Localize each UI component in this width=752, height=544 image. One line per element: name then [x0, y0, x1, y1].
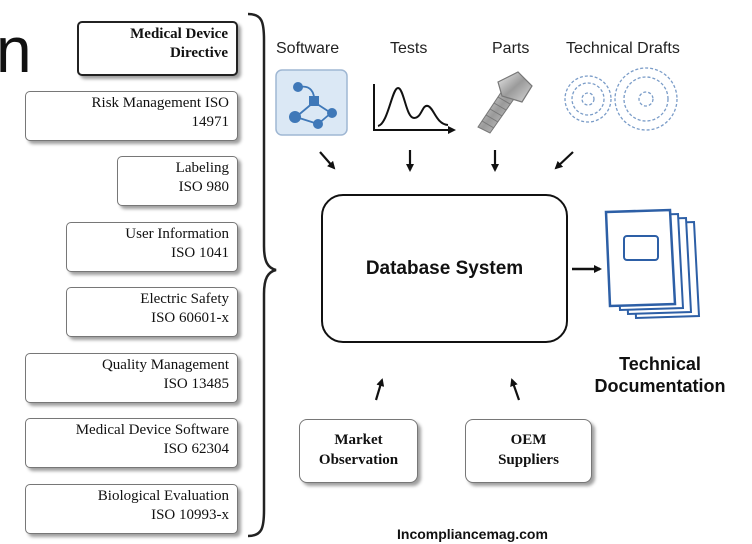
standard-code: ISO 10993-x: [151, 507, 229, 523]
standard-code: ISO 1041: [171, 245, 229, 261]
source-credit: Incompliancemag.com: [397, 526, 548, 542]
standard-code: Directive: [169, 45, 228, 61]
gears-icon: [564, 67, 678, 131]
cropped-header-letter: n: [0, 14, 32, 86]
standard-box-electric: Electric Safety ISO 60601-x: [66, 287, 238, 337]
brace-icon: [247, 12, 277, 538]
standard-box-mdd: Medical Device Directive: [77, 21, 238, 76]
arrow-drafts-icon: [554, 151, 574, 170]
document-stack-icon: [604, 208, 701, 320]
standard-name: Biological Evaluation: [97, 488, 229, 504]
input-label-drafts: Technical Drafts: [566, 40, 680, 57]
standard-name: Medical Device Software: [75, 422, 229, 438]
software-flow-icon: [275, 69, 348, 136]
database-system-label: Database System: [365, 257, 524, 279]
input-label-software: Software: [276, 40, 340, 57]
standard-name: Electric Safety: [140, 291, 229, 307]
standard-name: Labeling: [175, 160, 229, 176]
standard-box-software: Medical Device Software ISO 62304: [25, 418, 238, 468]
standard-code: ISO 60601-x: [151, 310, 229, 326]
input-label-parts: Parts: [492, 40, 530, 57]
standard-name: User Information: [125, 226, 229, 242]
source-line1: OEM: [510, 432, 547, 448]
standard-box-risk: Risk Management ISO 14971: [25, 91, 238, 141]
bolt-icon: [477, 71, 533, 134]
output-line1: Technical: [619, 354, 701, 374]
standard-name: Medical Device: [130, 26, 228, 42]
input-label-tests: Tests: [390, 40, 428, 57]
standard-code: 14971: [191, 114, 230, 130]
standard-box-biological: Biological Evaluation ISO 10993-x: [25, 484, 238, 534]
oem-suppliers-box: OEM Suppliers: [465, 419, 592, 483]
arrow-market-icon: [374, 378, 385, 401]
source-line1: Market: [334, 432, 383, 448]
standard-box-quality: Quality Management ISO 13485: [25, 353, 238, 403]
standard-box-labeling: Labeling ISO 980: [117, 156, 238, 206]
standard-code: ISO 62304: [163, 441, 229, 457]
standard-box-user-info: User Information ISO 1041: [66, 222, 238, 272]
source-line2: Observation: [318, 452, 399, 468]
technical-documentation-label: Technical Documentation: [580, 353, 740, 397]
arrow-oem-icon: [510, 378, 521, 401]
standard-name: Risk Management ISO: [91, 95, 229, 111]
database-system-box: Database System: [321, 194, 568, 343]
standard-code: ISO 980: [178, 179, 229, 195]
output-line2: Documentation: [594, 376, 726, 396]
market-observation-box: Market Observation: [299, 419, 418, 483]
tests-chart-icon: [373, 84, 456, 134]
standard-code: ISO 13485: [163, 376, 229, 392]
arrow-software-icon: [319, 151, 336, 170]
standard-name: Quality Management: [101, 357, 229, 373]
source-line2: Suppliers: [498, 452, 559, 468]
